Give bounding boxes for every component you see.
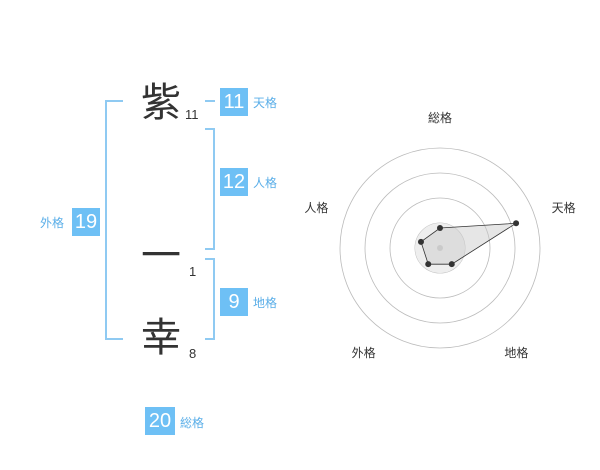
radar-point-2 — [513, 220, 520, 227]
gaikaku-label: 外格 — [40, 216, 65, 230]
tenkaku-bracket — [205, 100, 215, 102]
radar-axis-label-4: 外格 — [352, 345, 376, 360]
chikaku-badge: 9 — [220, 288, 248, 316]
radar-axis-label-1: 総格 — [428, 110, 452, 125]
radar-point-4 — [425, 261, 432, 268]
radar-data-area — [420, 222, 517, 265]
jinkaku-bracket — [205, 128, 215, 250]
radar-ring-2 — [389, 197, 491, 299]
radar-ring-4 — [339, 147, 541, 349]
radar-axis-label-2: 天格 — [552, 200, 576, 215]
tenkaku-badge: 11 — [220, 88, 248, 116]
gaikaku-badge: 19 — [72, 208, 100, 236]
soukaku-badge: 20 — [145, 407, 175, 435]
tenkaku-label: 天格 — [253, 96, 278, 110]
stroke-count-3: 8 — [189, 346, 197, 361]
radar-point-1 — [437, 225, 443, 231]
radar-ring-3 — [364, 172, 516, 324]
chikaku-bracket — [205, 258, 215, 340]
stroke-count-1: 11 — [185, 107, 199, 122]
radar-center-dot — [437, 245, 443, 251]
radar-axis-label-3: 地格 — [504, 345, 528, 360]
name-char-2: 一 — [141, 233, 181, 279]
outer-bracket — [105, 100, 123, 340]
name-char-1: 紫 — [141, 80, 181, 126]
radar-point-5 — [417, 238, 424, 245]
radar-point-3 — [448, 261, 455, 268]
name-char-3: 幸 — [141, 315, 181, 361]
jinkaku-label: 人格 — [253, 176, 278, 190]
jinkaku-badge: 12 — [220, 168, 248, 196]
radar-axis-label-5: 人格 — [304, 200, 328, 215]
stroke-count-2: 1 — [189, 264, 197, 279]
soukaku-label: 総格 — [180, 416, 205, 430]
chikaku-label: 地格 — [253, 296, 278, 310]
